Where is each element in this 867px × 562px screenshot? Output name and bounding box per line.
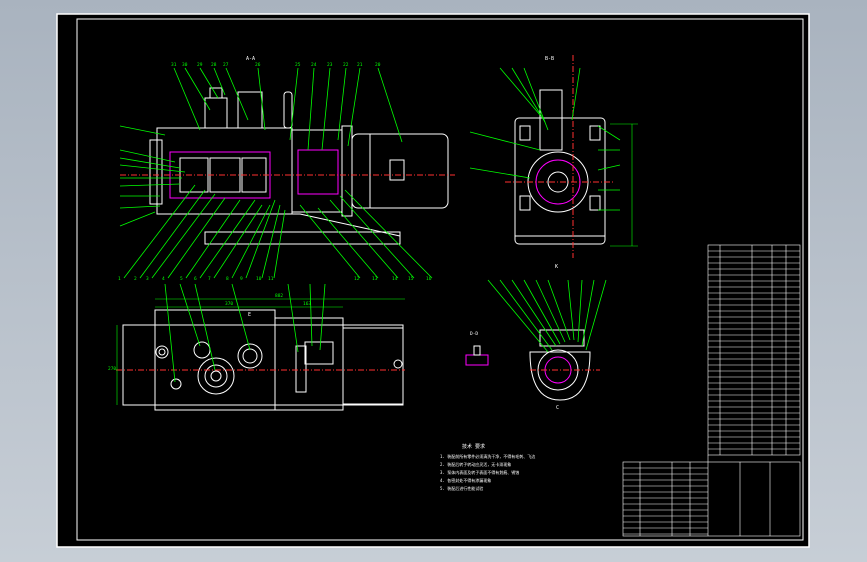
notes-line-5: 5. 装配后进行性能试验: [440, 485, 483, 491]
svg-text:13: 13: [372, 276, 378, 282]
leader-lines-plan: [164, 283, 326, 383]
svg-text:9: 9: [240, 276, 243, 282]
notes-line-2: 2. 装配后转子转动应灵活，无卡滞现象: [440, 461, 511, 467]
svg-text:11: 11: [268, 276, 274, 282]
svg-text:7: 7: [208, 276, 211, 282]
svg-text:2: 2: [134, 276, 137, 282]
leader-lines-c: [487, 279, 607, 353]
svg-text:16: 16: [426, 276, 432, 282]
dimension-bb: [610, 123, 638, 247]
svg-text:20: 20: [375, 62, 381, 68]
section-aa-label: A-A: [246, 56, 255, 62]
svg-text:27: 27: [223, 62, 229, 68]
dim-sub-b: 163: [303, 301, 311, 307]
notes-line-4: 4. 各密封处不得有渗漏现象: [440, 477, 491, 483]
svg-text:21: 21: [357, 62, 363, 68]
svg-text:30: 30: [182, 62, 188, 68]
svg-text:8: 8: [226, 276, 229, 282]
svg-text:14: 14: [392, 276, 398, 282]
section-dd-label: D-D: [470, 331, 478, 337]
leader-lines-aa: [119, 67, 433, 279]
view-k-label: K: [555, 264, 558, 270]
svg-text:28: 28: [211, 62, 217, 68]
svg-text:24: 24: [311, 62, 317, 68]
dim-width-main: 882: [275, 293, 283, 299]
title-block-table: [622, 455, 801, 537]
svg-text:15: 15: [408, 276, 414, 282]
technical-notes: 技术 要求 1. 装配前所有零件必须清洗干净，不得有毛刺、飞边 2. 装配后转子…: [440, 443, 535, 491]
view-e-label: E: [248, 312, 251, 318]
notes-line-3: 3. 泵体内表面及转子表面不得有划痕、锈蚀: [440, 469, 519, 475]
svg-text:10: 10: [256, 276, 262, 282]
plan-view: [122, 309, 404, 411]
view-c-label: C: [556, 405, 559, 411]
dimension-plan: [116, 298, 405, 405]
svg-text:5: 5: [180, 276, 183, 282]
svg-text:26: 26: [255, 62, 261, 68]
svg-text:25: 25: [295, 62, 301, 68]
parts-list-table: [707, 244, 801, 456]
dim-height-side: 270: [108, 366, 116, 372]
section-aa-view: A-A: [149, 56, 449, 245]
drawing-sheet: [56, 13, 810, 548]
drawing-frame: [76, 18, 804, 541]
section-dd-view: D-D: [465, 331, 489, 366]
svg-text:1: 1: [118, 276, 121, 282]
svg-text:29: 29: [197, 62, 203, 68]
svg-text:6: 6: [194, 276, 197, 282]
svg-text:23: 23: [327, 62, 333, 68]
notes-line-1: 1. 装配前所有零件必须清洗干净，不得有毛刺、飞边: [440, 453, 535, 459]
dim-sub-a: 370: [225, 301, 233, 307]
section-bb-label: B-B: [545, 56, 554, 62]
leader-lines-bb: [469, 67, 621, 211]
svg-text:4: 4: [162, 276, 165, 282]
svg-text:12: 12: [354, 276, 360, 282]
svg-text:22: 22: [343, 62, 349, 68]
notes-heading: 技术 要求: [462, 443, 485, 450]
svg-text:31: 31: [171, 62, 177, 68]
svg-text:3: 3: [146, 276, 149, 282]
